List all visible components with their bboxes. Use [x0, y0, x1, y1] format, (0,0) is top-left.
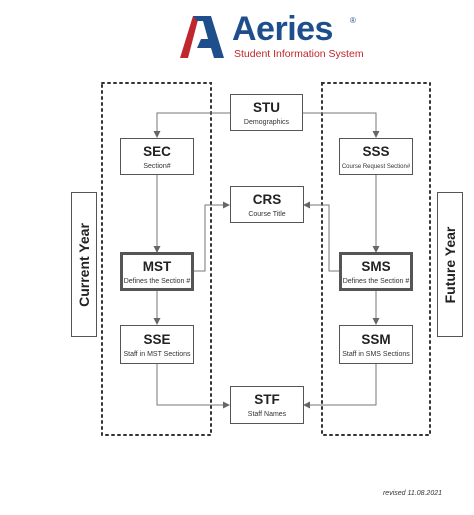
node-sec-code: SEC [143, 144, 171, 159]
node-sss: SSS Course Request Section# [339, 138, 413, 175]
connector-sse-stf [156, 364, 230, 409]
connector-stu-sec [153, 112, 230, 138]
current-year-group-border [101, 82, 212, 436]
logo-wordmark: Aeries [232, 10, 333, 48]
future-year-group-border [321, 82, 431, 436]
node-sss-desc: Course Request Section# [341, 164, 411, 170]
node-sse-desc: Staff in MST Sections [123, 351, 191, 358]
node-stf-desc: Staff Names [247, 411, 287, 418]
node-sms-desc: Defines the Section # [342, 278, 410, 285]
node-stu: STU Demographics [230, 94, 303, 131]
node-stf: STF Staff Names [230, 386, 304, 424]
aeries-logo: Aeries ® Student Information System [180, 10, 364, 64]
node-mst: MST Defines the Section # [120, 252, 194, 291]
node-stu-desc: Demographics [243, 119, 290, 126]
node-ssm-desc: Staff in SMS Sections [342, 351, 410, 358]
connector-mst-crs [194, 201, 230, 272]
node-ssm: SSM Staff in SMS Sections [339, 325, 413, 364]
node-crs-desc: Course Title [248, 211, 286, 218]
connector-sms-crs [303, 201, 339, 272]
connector-ssm-stf [303, 364, 377, 409]
node-sse: SSE Staff in MST Sections [120, 325, 194, 364]
current-year-label: Current Year [76, 222, 92, 307]
node-mst-code: MST [142, 259, 172, 274]
node-mst-desc: Defines the Section # [123, 278, 191, 285]
logo-tagline: Student Information System [234, 48, 364, 60]
node-sse-code: SSE [143, 332, 171, 347]
revised-date: revised 11.08.2021 [382, 490, 442, 497]
future-year-label-box: Future Year [437, 192, 463, 337]
node-sec-desc: Section# [143, 163, 171, 170]
current-year-label-box: Current Year [71, 192, 97, 337]
node-crs: CRS Course Title [230, 186, 304, 223]
node-stu-code: STU [253, 100, 280, 115]
future-year-label: Future Year [442, 226, 458, 303]
node-ssm-code: SSM [361, 332, 391, 347]
connector-stu-sss [303, 112, 380, 138]
logo-registered-mark: ® [350, 16, 356, 25]
node-sms-code: SMS [361, 259, 391, 274]
node-sss-code: SSS [362, 144, 390, 159]
node-crs-code: CRS [252, 192, 282, 207]
node-sms: SMS Defines the Section # [339, 252, 413, 291]
node-sec: SEC Section# [120, 138, 194, 175]
node-stf-code: STF [254, 392, 280, 407]
aeries-a-logo-icon [180, 16, 224, 58]
